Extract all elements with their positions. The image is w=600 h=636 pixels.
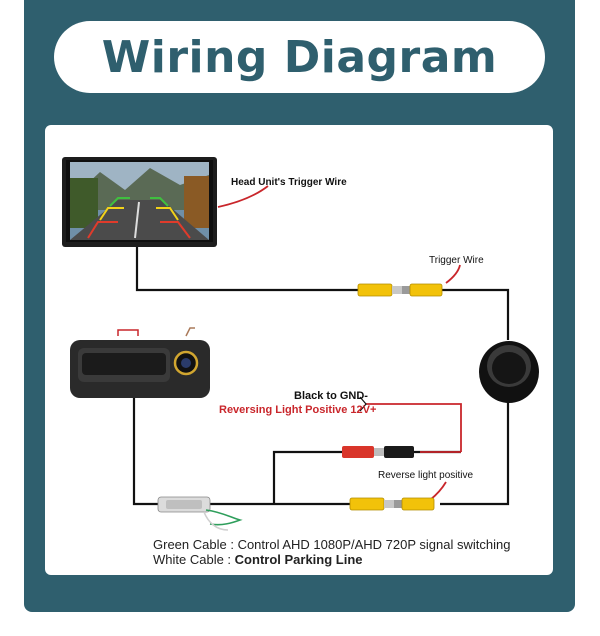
head-unit-trigger-label: Head Unit's Trigger Wire [231, 177, 347, 188]
gnd-bracket [359, 396, 367, 412]
title-banner: Wiring Diagram [54, 21, 545, 93]
black-wires [132, 245, 510, 506]
video-connector [349, 497, 435, 511]
green-cable-prefix: Green Cable : [153, 537, 234, 552]
trigger-wire-label: Trigger Wire [429, 255, 484, 266]
power-connector [342, 446, 414, 458]
head-unit [62, 157, 217, 247]
green-cable-caption: Green Cable : Control AHD 1080P/AHD 720P… [153, 537, 510, 552]
black-gnd-label: Black to GND- [294, 390, 368, 402]
switch-module [157, 496, 243, 531]
page-title: Wiring Diagram [101, 31, 498, 83]
reverse-light-positive-label: Reverse light positive [378, 470, 474, 481]
trigger-connector [357, 283, 443, 297]
white-cable-caption: White Cable : Control Parking Line [153, 552, 363, 567]
white-cable-prefix: White Cable : [153, 552, 232, 567]
camera-handle [70, 327, 210, 398]
white-cable-text: Control Parking Line [234, 552, 363, 567]
ring-grommet [479, 341, 539, 403]
green-cable-text: Control AHD 1080P/AHD 720P signal switch… [237, 537, 511, 552]
reversing-light-label: Reversing Light Positive 12V+ [219, 404, 377, 416]
